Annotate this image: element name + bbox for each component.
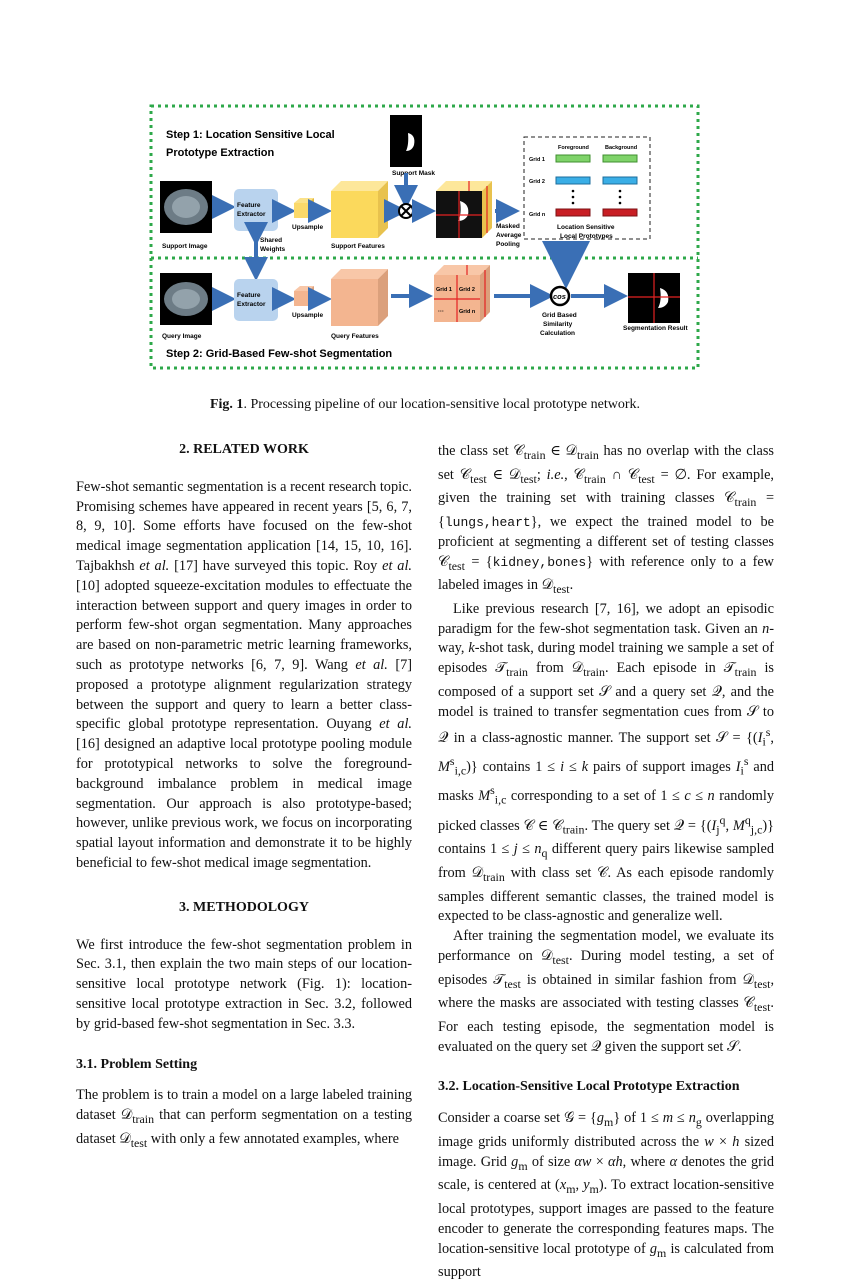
step1-frame xyxy=(149,104,700,370)
paragraph: After training the segmentation model, w… xyxy=(438,928,775,1055)
svg-text:Calculation: Calculation xyxy=(540,330,575,337)
prototype-bar xyxy=(555,154,591,163)
svg-text:Support Features: Support Features xyxy=(331,243,385,250)
svg-text:Grid Based: Grid Based xyxy=(542,312,577,319)
prototypes-box xyxy=(523,136,651,240)
support-mask-label: Support Mask xyxy=(392,170,435,177)
svg-text:Pooling: Pooling xyxy=(496,241,520,248)
svg-text:Weights: Weights xyxy=(260,246,286,253)
svg-text:Grid 1: Grid 1 xyxy=(436,287,452,293)
svg-text:Grid n: Grid n xyxy=(459,309,476,315)
prototype-bar xyxy=(602,208,638,217)
prototype-bar xyxy=(602,154,638,163)
svg-text:Grid 2: Grid 2 xyxy=(459,287,475,293)
step1-subtitle: Prototype Extraction xyxy=(166,147,274,159)
paragraph: the class set 𝒞train ∈ 𝒟train has no ove… xyxy=(438,443,775,597)
svg-text:Grid 2: Grid 2 xyxy=(529,179,545,185)
left-column: 2. RELATED WORK Few-shot semantic segmen… xyxy=(76,440,412,1153)
section-title-related-work: 2. RELATED WORK xyxy=(179,442,309,457)
svg-text:Upsample: Upsample xyxy=(292,312,323,319)
svg-text:Upsample: Upsample xyxy=(292,224,323,231)
svg-text:cos: cos xyxy=(553,292,566,301)
section-title-methodology: 3. METHODOLOGY xyxy=(179,899,309,915)
svg-text:Location Sensitive: Location Sensitive xyxy=(557,224,615,231)
pipeline-figure: Step 1: Location Sensitive Local Prototy… xyxy=(149,104,700,370)
svg-text:Extractor: Extractor xyxy=(237,211,266,218)
figure-caption: Fig. 1. Processing pipeline of our locat… xyxy=(209,397,641,412)
svg-text:Query Features: Query Features xyxy=(331,333,379,340)
prototype-bar xyxy=(602,176,638,185)
svg-text:Extractor: Extractor xyxy=(237,301,266,308)
subsection-title-problem-setting: 3.1. Problem Setting xyxy=(76,1056,198,1072)
query-image-label: Query Image xyxy=(162,333,202,340)
prototype-bar xyxy=(555,208,591,217)
step2-title: Step 2: Grid-Based Few-shot Segmentation xyxy=(166,348,392,360)
upsample-cube-support xyxy=(294,203,308,218)
segmentation-result-label: Segmentation Result xyxy=(623,325,688,332)
right-column: the class set 𝒞train ∈ 𝒟train has no ove… xyxy=(438,442,774,1283)
subsection-title-extraction: 3.2. Location-Sensitive Local Prototype … xyxy=(438,1079,740,1095)
svg-text:Feature: Feature xyxy=(237,292,261,299)
svg-text:Local Prototypes: Local Prototypes xyxy=(560,233,613,240)
upsample-cube-query xyxy=(294,291,308,306)
svg-text:Grid 1: Grid 1 xyxy=(529,157,545,163)
svg-text:Background: Background xyxy=(605,145,637,151)
support-image-label: Support Image xyxy=(162,243,208,250)
support-features-cube xyxy=(331,191,378,238)
svg-text:Feature: Feature xyxy=(237,202,261,209)
paragraph: Consider a coarse set 𝒢 = {gm} of 1 ≤ m … xyxy=(438,1110,774,1281)
svg-text:···: ··· xyxy=(438,309,444,315)
svg-text:Grid n: Grid n xyxy=(529,212,546,218)
paragraph: Like previous research [7, 16], we adopt… xyxy=(438,600,775,925)
paragraph: We first introduce the few-shot segmenta… xyxy=(76,936,412,1032)
svg-text:Foreground: Foreground xyxy=(558,145,589,151)
svg-text:Similarity: Similarity xyxy=(543,321,573,328)
feature-extractor-query xyxy=(234,279,278,321)
prototype-bar xyxy=(555,176,591,185)
query-features-cube xyxy=(331,279,378,326)
support-mask-image xyxy=(390,115,422,167)
step1-title: Step 1: Location Sensitive Local xyxy=(166,129,335,141)
feature-extractor-support xyxy=(234,189,278,231)
svg-text:Shared: Shared xyxy=(260,237,282,244)
svg-text:Average: Average xyxy=(496,232,522,239)
svg-text:Masked: Masked xyxy=(496,223,520,230)
paragraph: The problem is to train a model on a lar… xyxy=(76,1087,412,1150)
paragraph: Few-shot semantic segmentation is a rece… xyxy=(76,478,413,871)
cosine-icon xyxy=(549,285,571,307)
